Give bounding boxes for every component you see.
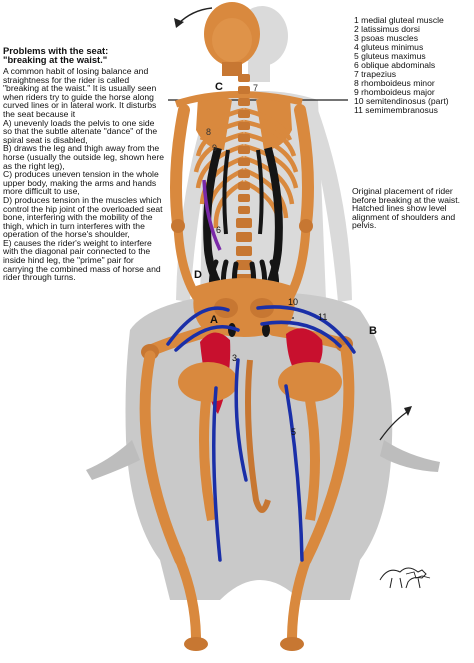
label-9: 9 [212, 143, 218, 153]
label-10: 10 [288, 297, 299, 307]
legend-item: 1 medial gluteal muscle [354, 15, 444, 25]
legend-item: 11 semimembranosus [354, 105, 438, 116]
legend-item: 8 rhomboideus minor [354, 78, 435, 89]
muscle-legend: 1 medial gluteal muscle 2 latissimus dor… [354, 15, 472, 116]
label-11: 11 [318, 312, 328, 322]
label-C: C [215, 81, 223, 93]
legend-item: 7 trapezius [354, 69, 397, 80]
label-B: B [369, 325, 377, 337]
explanation-text: A common habit of losing balance and str… [3, 67, 165, 282]
arms [170, 104, 314, 301]
label-5: 5 [291, 427, 297, 437]
label-7: 7 [253, 83, 259, 93]
blue-muscle-lines [166, 305, 356, 562]
heading-line-2: "breaking at the waist." [3, 54, 108, 66]
point-a: A) unevenly loads the pelvis to one side… [3, 117, 158, 145]
section-heading: Problems with the seat: "breaking at the… [3, 46, 163, 65]
point-d: D) produces tension in the muscles which… [3, 194, 163, 240]
horse-silhouette [86, 291, 440, 600]
label-8: 8 [206, 127, 212, 137]
legend-item: 10 semitendinosus (part) [354, 96, 449, 107]
legend-item: 4 gluteus minimus [354, 42, 424, 53]
horse-hind-bones [178, 359, 342, 521]
label-A: A [210, 314, 218, 326]
right-seat-bone [262, 323, 270, 337]
original-placement-caption: Original placement of rider before break… [352, 186, 460, 231]
intro-paragraph: A common habit of losing balance and str… [3, 66, 157, 119]
point-b: B) draws the leg and thigh away from the… [3, 143, 164, 171]
legend-item: 2 latissimus dorsi [354, 24, 420, 35]
label-D: D [194, 269, 202, 281]
legend-item: 6 oblique abdominals [354, 60, 436, 71]
legend-item: 9 rhomboideus major [354, 87, 435, 98]
lower-legs [139, 344, 355, 645]
legend-item: 3 psoas muscles [354, 33, 419, 44]
legend-item: 5 gluteus maximus [354, 51, 426, 62]
purple-oblique-muscle [202, 179, 222, 251]
heading-line-1: Problems with the seat: [3, 45, 109, 56]
point-e: E) causes the rider's weight to interfer… [3, 237, 161, 283]
label-3: 3 [232, 353, 238, 363]
label-6: 6 [216, 225, 222, 235]
signature-horse-logo [379, 567, 431, 589]
skull [204, 2, 260, 76]
point-c: C) produces uneven tension in the whole … [3, 169, 159, 197]
